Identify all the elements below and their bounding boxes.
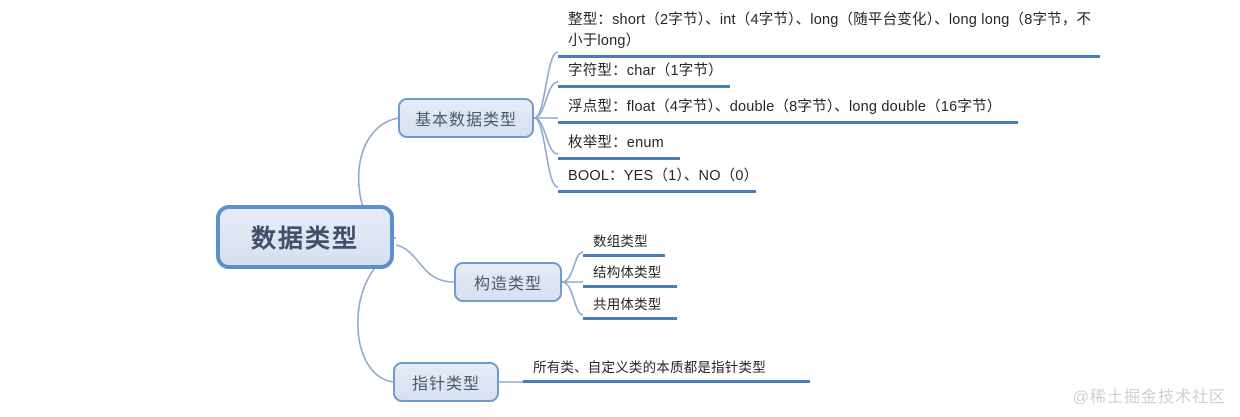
- branch-node-pointer-label: 指针类型: [411, 376, 480, 393]
- leaf-union-type[interactable]: 共用体类型: [583, 294, 677, 320]
- connector-basic-to-char: [533, 81, 559, 119]
- leaf-pointer-note[interactable]: 所有类、自定义类的本质都是指针类型: [523, 357, 810, 383]
- branch-node-basic-label: 基本数据类型: [414, 112, 517, 129]
- connector-root-to-pointer: [357, 253, 395, 383]
- connector-root-to-construct: [395, 244, 455, 283]
- branch-node-construct-label: 构造类型: [473, 276, 542, 293]
- root-node-label: 数据类型: [250, 225, 359, 253]
- connector-basic-to-enum: [533, 117, 559, 155]
- connector-construct-to-union: [561, 281, 584, 316]
- connector-basic-to-int: [533, 51, 559, 119]
- root-node-data-type[interactable]: 数据类型: [216, 205, 394, 269]
- leaf-enum-type[interactable]: 枚举型：enum: [558, 133, 680, 160]
- leaf-integer-types[interactable]: 整型：short（2字节）、int（4字节）、long（随平台变化）、long …: [558, 10, 1100, 58]
- connector-construct-to-array: [561, 251, 584, 283]
- branch-node-pointer-type[interactable]: 指针类型: [393, 362, 499, 402]
- leaf-struct-type[interactable]: 结构体类型: [583, 262, 677, 288]
- leaf-floating-point-type[interactable]: 浮点型：float（4字节）、double（8字节）、long double（1…: [558, 97, 1018, 124]
- branch-node-basic-data-type[interactable]: 基本数据类型: [398, 98, 534, 138]
- connector-basic-to-bool: [533, 117, 559, 188]
- leaf-bool-type[interactable]: BOOL：YES（1）、NO（0）: [558, 166, 758, 193]
- branch-node-construct-type[interactable]: 构造类型: [454, 262, 562, 302]
- leaf-character-type[interactable]: 字符型：char（1字节）: [558, 61, 730, 88]
- leaf-array-type[interactable]: 数组类型: [583, 231, 665, 257]
- watermark: @稀土掘金技术社区: [1072, 389, 1226, 406]
